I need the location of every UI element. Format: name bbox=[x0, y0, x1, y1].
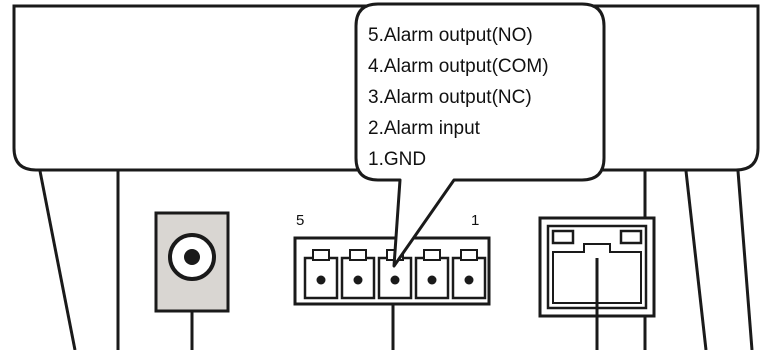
terminal-pin-label-left: 5 bbox=[296, 212, 304, 229]
network-port-led-right bbox=[619, 229, 643, 245]
terminal-block: 5 1 bbox=[293, 212, 491, 350]
power-jack-pin bbox=[184, 249, 200, 265]
callout-bubble: 5.Alarm output(NO) 4.Alarm output(COM) 3… bbox=[354, 2, 606, 268]
callout-line-4: 2.Alarm input bbox=[368, 118, 481, 139]
terminal-pin-label-right: 1 bbox=[471, 212, 479, 229]
network-port-led-left bbox=[551, 229, 575, 245]
terminal-slot bbox=[303, 249, 339, 300]
callout-line-5: 1.GND bbox=[368, 149, 426, 170]
terminal-slot bbox=[451, 249, 487, 300]
callout-line-3: 3.Alarm output(NC) bbox=[368, 87, 532, 108]
callout-line-2: 4.Alarm output(COM) bbox=[368, 56, 549, 77]
callout-line-1: 5.Alarm output(NO) bbox=[368, 25, 533, 46]
power-jack bbox=[154, 211, 230, 350]
network-port bbox=[538, 216, 656, 350]
terminal-slot bbox=[340, 249, 376, 300]
terminal-slot bbox=[414, 249, 450, 300]
